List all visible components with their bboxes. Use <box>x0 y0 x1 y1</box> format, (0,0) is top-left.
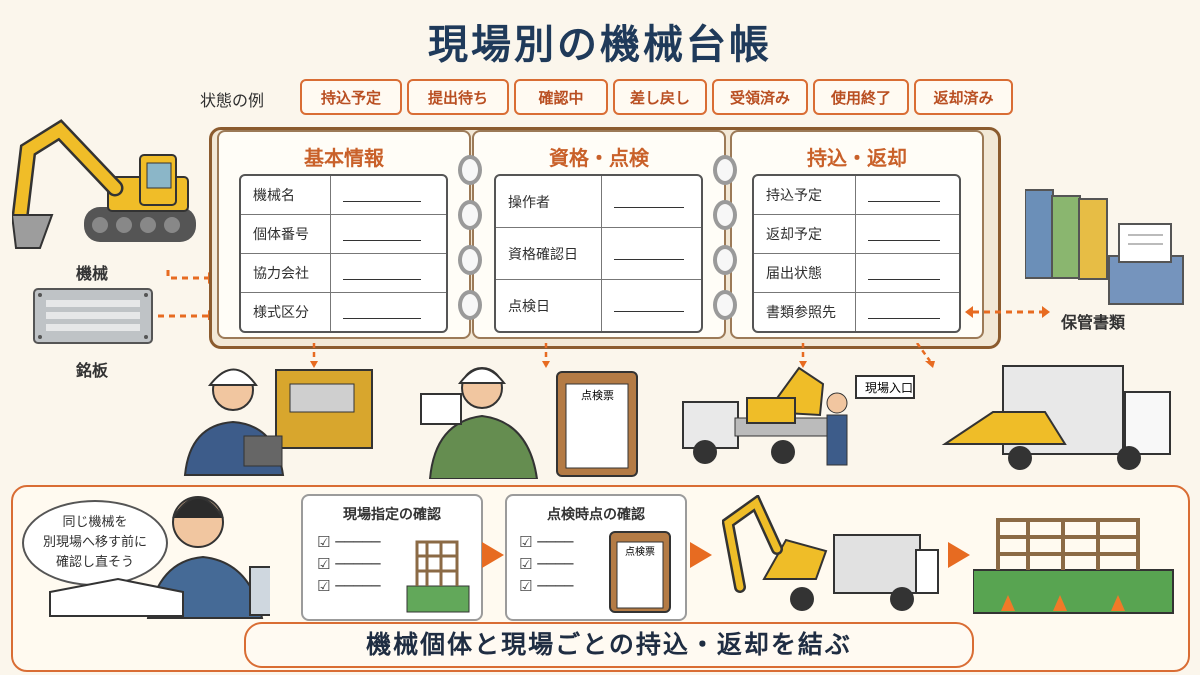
flow-arrow-icon <box>690 542 712 568</box>
excavator-illustration <box>12 119 196 249</box>
field-label: 協力会社 <box>241 254 331 292</box>
basic-info-title: 基本情報 <box>304 146 384 170</box>
blank-line <box>868 189 940 202</box>
field-label: 届出状態 <box>754 254 856 292</box>
blank-line <box>868 267 940 280</box>
blank-line <box>343 267 421 280</box>
table-row: 点検日 <box>496 279 701 331</box>
field-label: 資格確認日 <box>496 228 602 279</box>
table-row: 返却予定 <box>754 214 959 253</box>
binder-ring-icon <box>458 155 482 185</box>
bring-in-return-table: 持込予定 返却予定 届出状態 書類参照先 <box>752 174 961 333</box>
operator-inspection-illustration: 点検票 <box>420 367 638 479</box>
site-entrance-label: 現場入口 <box>865 381 913 395</box>
storage-label: 保管書類 <box>1061 313 1126 332</box>
table-row: 資格確認日 <box>496 227 701 279</box>
qualification-inspection-table: 操作者 資格確認日 点検日 <box>494 174 703 333</box>
truck-and-site-entrance-illustration: 現場入口 <box>682 365 1171 470</box>
binder-ring-icon <box>713 290 737 320</box>
table-row: 書類参照先 <box>754 292 959 331</box>
qualification-inspection-title: 資格・点検 <box>549 146 649 170</box>
table-row: 操作者 <box>496 176 701 227</box>
blank-line <box>868 228 940 241</box>
blank-line <box>614 299 684 312</box>
binder-ring-icon <box>458 245 482 275</box>
document-storage-illustration <box>1025 189 1184 305</box>
blank-line <box>868 306 940 319</box>
status-chip-planned: 持込予定 <box>300 79 402 115</box>
speech-bubble: 同じ機械を 別現場へ移す前に 確認し直そう <box>22 500 168 586</box>
bring-in-return-page: 持込・返却 持込予定 返却予定 届出状態 書類参照先 <box>730 130 984 339</box>
blank-line <box>343 189 421 202</box>
basic-info-table: 機械名 個体番号 協力会社 様式区分 <box>239 174 448 333</box>
inspection-clipboard-icon: 点検票 <box>609 531 671 613</box>
table-row: 持込予定 <box>754 176 959 214</box>
basic-info-page: 基本情報 機械名 個体番号 協力会社 様式区分 <box>217 130 471 339</box>
field-label: 操作者 <box>496 176 602 227</box>
bring-in-return-title: 持込・返却 <box>807 146 907 170</box>
nameplate-icon <box>33 288 153 344</box>
binder-ring-icon <box>713 155 737 185</box>
field-label: 持込予定 <box>754 176 856 214</box>
excavator-truck-transport-illustration <box>722 495 939 611</box>
field-label: 機械名 <box>241 176 331 214</box>
status-chip-returned: 返却済み <box>914 79 1013 115</box>
blank-line <box>614 247 684 260</box>
inspection-time-check-title: 点検時点の確認 <box>547 507 645 523</box>
nameplate-label: 銘板 <box>76 361 109 380</box>
clipboard-label: 点検票 <box>625 545 655 558</box>
field-label: 様式区分 <box>241 293 331 331</box>
status-chip-waiting: 提出待ち <box>407 79 509 115</box>
table-row: 届出状態 <box>754 253 959 292</box>
binder-ring-icon <box>713 200 737 230</box>
checklist-icon: ☑ ────☑ ────☑ ──── <box>519 533 574 595</box>
field-label: 返却予定 <box>754 215 856 253</box>
field-label: 点検日 <box>496 280 602 331</box>
status-label: 状態の例 <box>200 91 265 110</box>
checklist-icon: ☑ ─────☑ ─────☑ ───── <box>317 533 381 595</box>
blank-line <box>614 195 684 208</box>
table-row: 様式区分 <box>241 292 446 331</box>
blank-line <box>343 228 421 241</box>
binder-ring-icon <box>458 200 482 230</box>
status-chip-finished: 使用終了 <box>813 79 909 115</box>
connector-arrows-left <box>158 270 216 320</box>
field-label: 個体番号 <box>241 215 331 253</box>
worker-with-laptop-illustration <box>49 496 270 619</box>
blank-line <box>343 306 421 319</box>
qualification-inspection-page: 資格・点検 操作者 資格確認日 点検日 <box>472 130 726 339</box>
field-label: 書類参照先 <box>754 293 856 331</box>
inspection-sheet-label: 点検票 <box>581 388 614 402</box>
status-chip-received: 受領済み <box>712 79 808 115</box>
ledger-down-connectors <box>310 343 935 368</box>
flow-arrow-icon <box>482 542 504 568</box>
table-row: 個体番号 <box>241 214 446 253</box>
status-chip-checking: 確認中 <box>514 79 608 115</box>
worker-checking-nameplate-illustration <box>183 368 373 476</box>
footer-message: 機械個体と現場ごとの持込・返却を結ぶ <box>244 622 974 668</box>
construction-site-icon <box>406 540 470 613</box>
storage-connector-arrow <box>965 306 1050 318</box>
table-row: 協力会社 <box>241 253 446 292</box>
binder-ring-icon <box>713 245 737 275</box>
page-title: 現場別の機械台帳 <box>428 22 772 68</box>
machine-label: 機械 <box>76 264 109 283</box>
binder-ring-icon <box>458 290 482 320</box>
flow-arrow-icon <box>948 542 970 568</box>
site-designation-check-card: 現場指定の確認 ☑ ─────☑ ─────☑ ───── <box>301 494 483 621</box>
site-designation-check-title: 現場指定の確認 <box>343 507 441 523</box>
status-chip-returned-for-fix: 差し戻し <box>613 79 707 115</box>
speech-text: 同じ機械を 別現場へ移す前に 確認し直そう <box>42 515 147 570</box>
table-row: 機械名 <box>241 176 446 214</box>
inspection-time-check-card: 点検時点の確認 ☑ ────☑ ────☑ ──── 点検票 <box>505 494 687 621</box>
construction-site-illustration <box>973 518 1174 614</box>
